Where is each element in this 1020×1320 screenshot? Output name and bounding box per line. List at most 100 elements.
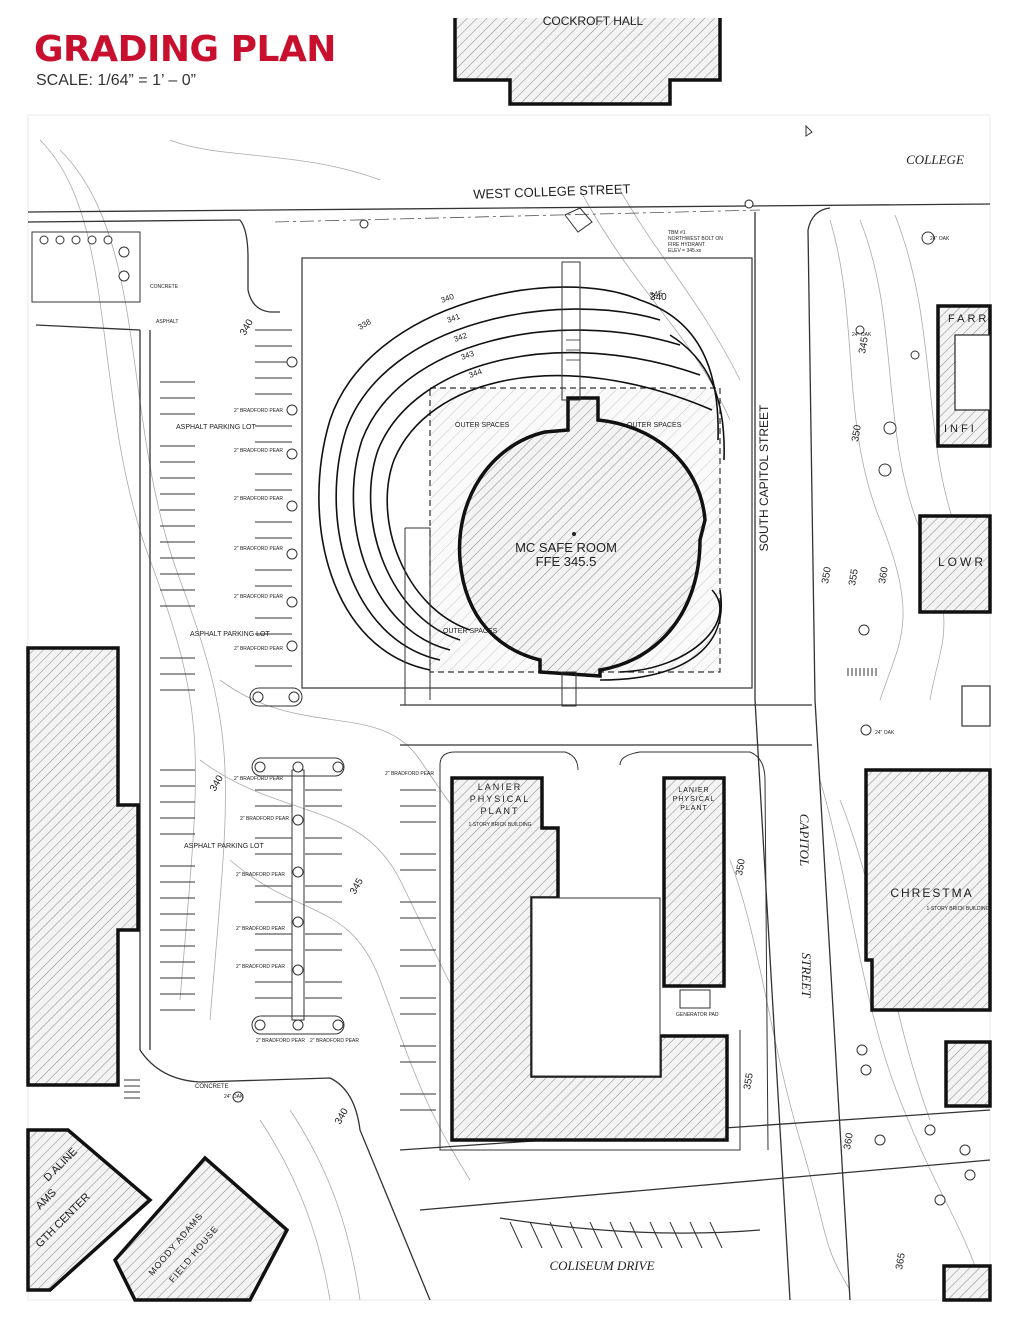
hydrant-benchmark-note: TBM #1 NORTHWEST BOLT ON FIRE HYDRANT EL… — [668, 230, 723, 254]
berm-contour-label-0: 338 — [357, 317, 374, 332]
south-capitol-street-label: SOUTH CAPITOL STREET — [757, 404, 771, 551]
contour-label-340-c: 340 — [650, 292, 667, 303]
cockroft-hall-label: COCKROFT HALL — [543, 14, 644, 28]
tree-label-13: 2" BRADFORD PEAR — [310, 1038, 359, 1044]
berm-contour-label-5: 344 — [468, 367, 484, 380]
infirmary-courtyard — [954, 334, 991, 411]
tree-label-oak-1: 24" OAK — [224, 1094, 244, 1100]
safe-room-ffe-label: FFE 345.5 — [536, 554, 597, 569]
lanier-courtyard — [531, 897, 661, 1077]
tree-label-oak-3: 24" OAK — [852, 332, 872, 338]
northwest-landscape-bed — [31, 231, 141, 303]
contour-label-345: 345 — [348, 876, 366, 896]
tree-label-oak-4: 24" OAK — [930, 236, 950, 242]
lanier-label-2: PHYSICAL — [470, 794, 531, 804]
tree-label-oak-2: 24" OAK — [875, 730, 895, 736]
svg-text:NORTHWEST BOLT ON: NORTHWEST BOLT ON — [668, 236, 723, 242]
moody-adams-field-house — [112, 1155, 290, 1302]
berm-contour-label-2: 341 — [446, 312, 462, 325]
manhole-icon — [359, 219, 369, 229]
utility-line — [274, 209, 761, 223]
capitol-street-label: CAPITOL — [797, 814, 812, 867]
lanier-curb — [439, 751, 769, 1151]
lanier-east-label-2: PHYSICAL — [673, 796, 716, 803]
concrete-label-nw: CONCRETE — [150, 284, 179, 290]
lanier-note: 1-STORY BRICK BUILDING — [468, 822, 531, 828]
fire-hydrant-icon — [744, 199, 754, 209]
safe-room-label: MC SAFE ROOM — [515, 540, 617, 555]
berm-contour-label-3: 342 — [453, 331, 469, 344]
contour-label-360-b: 360 — [842, 1132, 856, 1151]
contour-label-350-b: 350 — [820, 566, 834, 585]
tree-label-8: 2" BRADFORD PEAR — [240, 816, 289, 822]
southeast-building-small — [942, 1264, 992, 1302]
lanier-east-label-1: LANIER — [678, 787, 709, 794]
outer-spaces-label-ne: OUTER SPACES — [627, 422, 682, 429]
berm-contour-label-4: 343 — [460, 349, 476, 362]
west-walkway — [404, 527, 431, 705]
landscape-trees — [232, 231, 976, 1206]
tree-label-7: 2" BRADFORD PEAR — [234, 776, 283, 782]
north-walkway — [561, 261, 581, 401]
chrestman-note: 1-STORY BRICK BUILDING — [926, 906, 989, 912]
mc-safe-room-building — [457, 396, 707, 678]
contour-label-340-b: 340 — [208, 773, 226, 793]
parking-island — [291, 769, 305, 1021]
coliseum-drive-label: COLISEUM DRIVE — [549, 1258, 654, 1273]
berm-grading-contours — [318, 286, 725, 681]
east-structure — [961, 685, 991, 727]
parking-island-foot — [251, 1015, 345, 1035]
safe-room-center-point — [572, 532, 576, 536]
tree-label-9: 2" BRADFORD PEAR — [236, 872, 285, 878]
asphalt-parking-lot-label-2: ASPHALT PARKING LOT — [190, 631, 270, 638]
generator-pad — [679, 989, 711, 1009]
contour-label-365: 365 — [894, 1252, 908, 1271]
asphalt-label: ASPHALT — [156, 319, 178, 325]
inlet-structure — [564, 207, 593, 233]
svg-text:FIRE HYDRANT: FIRE HYDRANT — [668, 242, 705, 248]
lowrey-building — [918, 514, 992, 614]
street-label: STREET — [799, 953, 814, 999]
svg-text:ELEV = 345.xx: ELEV = 345.xx — [668, 248, 702, 254]
tree-label-2: 2" BRADFORD PEAR — [234, 448, 283, 454]
west-parking-stalls — [160, 329, 723, 1249]
berm-contour-label-1: 340 — [440, 292, 456, 305]
lanier-east-label-3: PLANT — [680, 805, 708, 812]
scale-note: SCALE: 1/64” = 1’ – 0” — [36, 72, 196, 89]
chrestman-label: CHRESTMA — [890, 886, 973, 900]
infirmary-label: INFI — [944, 423, 977, 435]
south-walkway — [561, 671, 577, 707]
asphalt-parking-lot-label-1: ASPHALT PARKING LOT — [176, 424, 256, 431]
cockroft-hall-building — [453, 18, 722, 106]
generator-pad-label: GENERATOR PAD — [676, 1012, 719, 1018]
strength-center-building — [26, 1128, 153, 1292]
steps-features — [124, 668, 877, 1099]
tree-label-3: 2" BRADFORD PEAR — [234, 496, 283, 502]
lanier-label-3: PLANT — [480, 806, 519, 816]
contour-label-340-a: 340 — [238, 317, 256, 337]
west-building — [26, 646, 140, 1087]
tree-label-14: 2" BRADFORD PEAR — [385, 771, 434, 777]
contour-label-350-a: 350 — [850, 424, 864, 443]
tree-label-11: 2" BRADFORD PEAR — [236, 964, 285, 970]
tree-label-10: 2" BRADFORD PEAR — [236, 926, 285, 932]
berm-contour-label-6: 345 — [649, 289, 664, 300]
outer-spaces-label-sw: OUTER SPACES — [443, 628, 498, 635]
parking-island-head — [251, 757, 345, 777]
tree-label-6: 2" BRADFORD PEAR — [234, 646, 283, 652]
page-title: GRADING PLAN — [34, 29, 336, 70]
tree-label-1: 2" BRADFORD PEAR — [234, 408, 283, 414]
contour-label-360: 360 — [877, 566, 891, 585]
college-street-label: COLLEGE — [906, 152, 964, 167]
svg-text:TBM #1: TBM #1 — [668, 230, 686, 236]
west-college-street-label: WEST COLLEGE STREET — [473, 181, 631, 201]
east-building-small — [944, 1040, 992, 1108]
site-boundary — [301, 257, 753, 689]
lanier-physical-plant-east-wing — [662, 776, 726, 988]
north-arrow-icon — [805, 124, 813, 137]
contour-label-345-b: 345 — [857, 336, 871, 355]
chrestman-building — [864, 768, 992, 1012]
street-network — [27, 203, 991, 1301]
asphalt-parking-lot-label-3: ASPHALT PARKING LOT — [184, 843, 264, 850]
